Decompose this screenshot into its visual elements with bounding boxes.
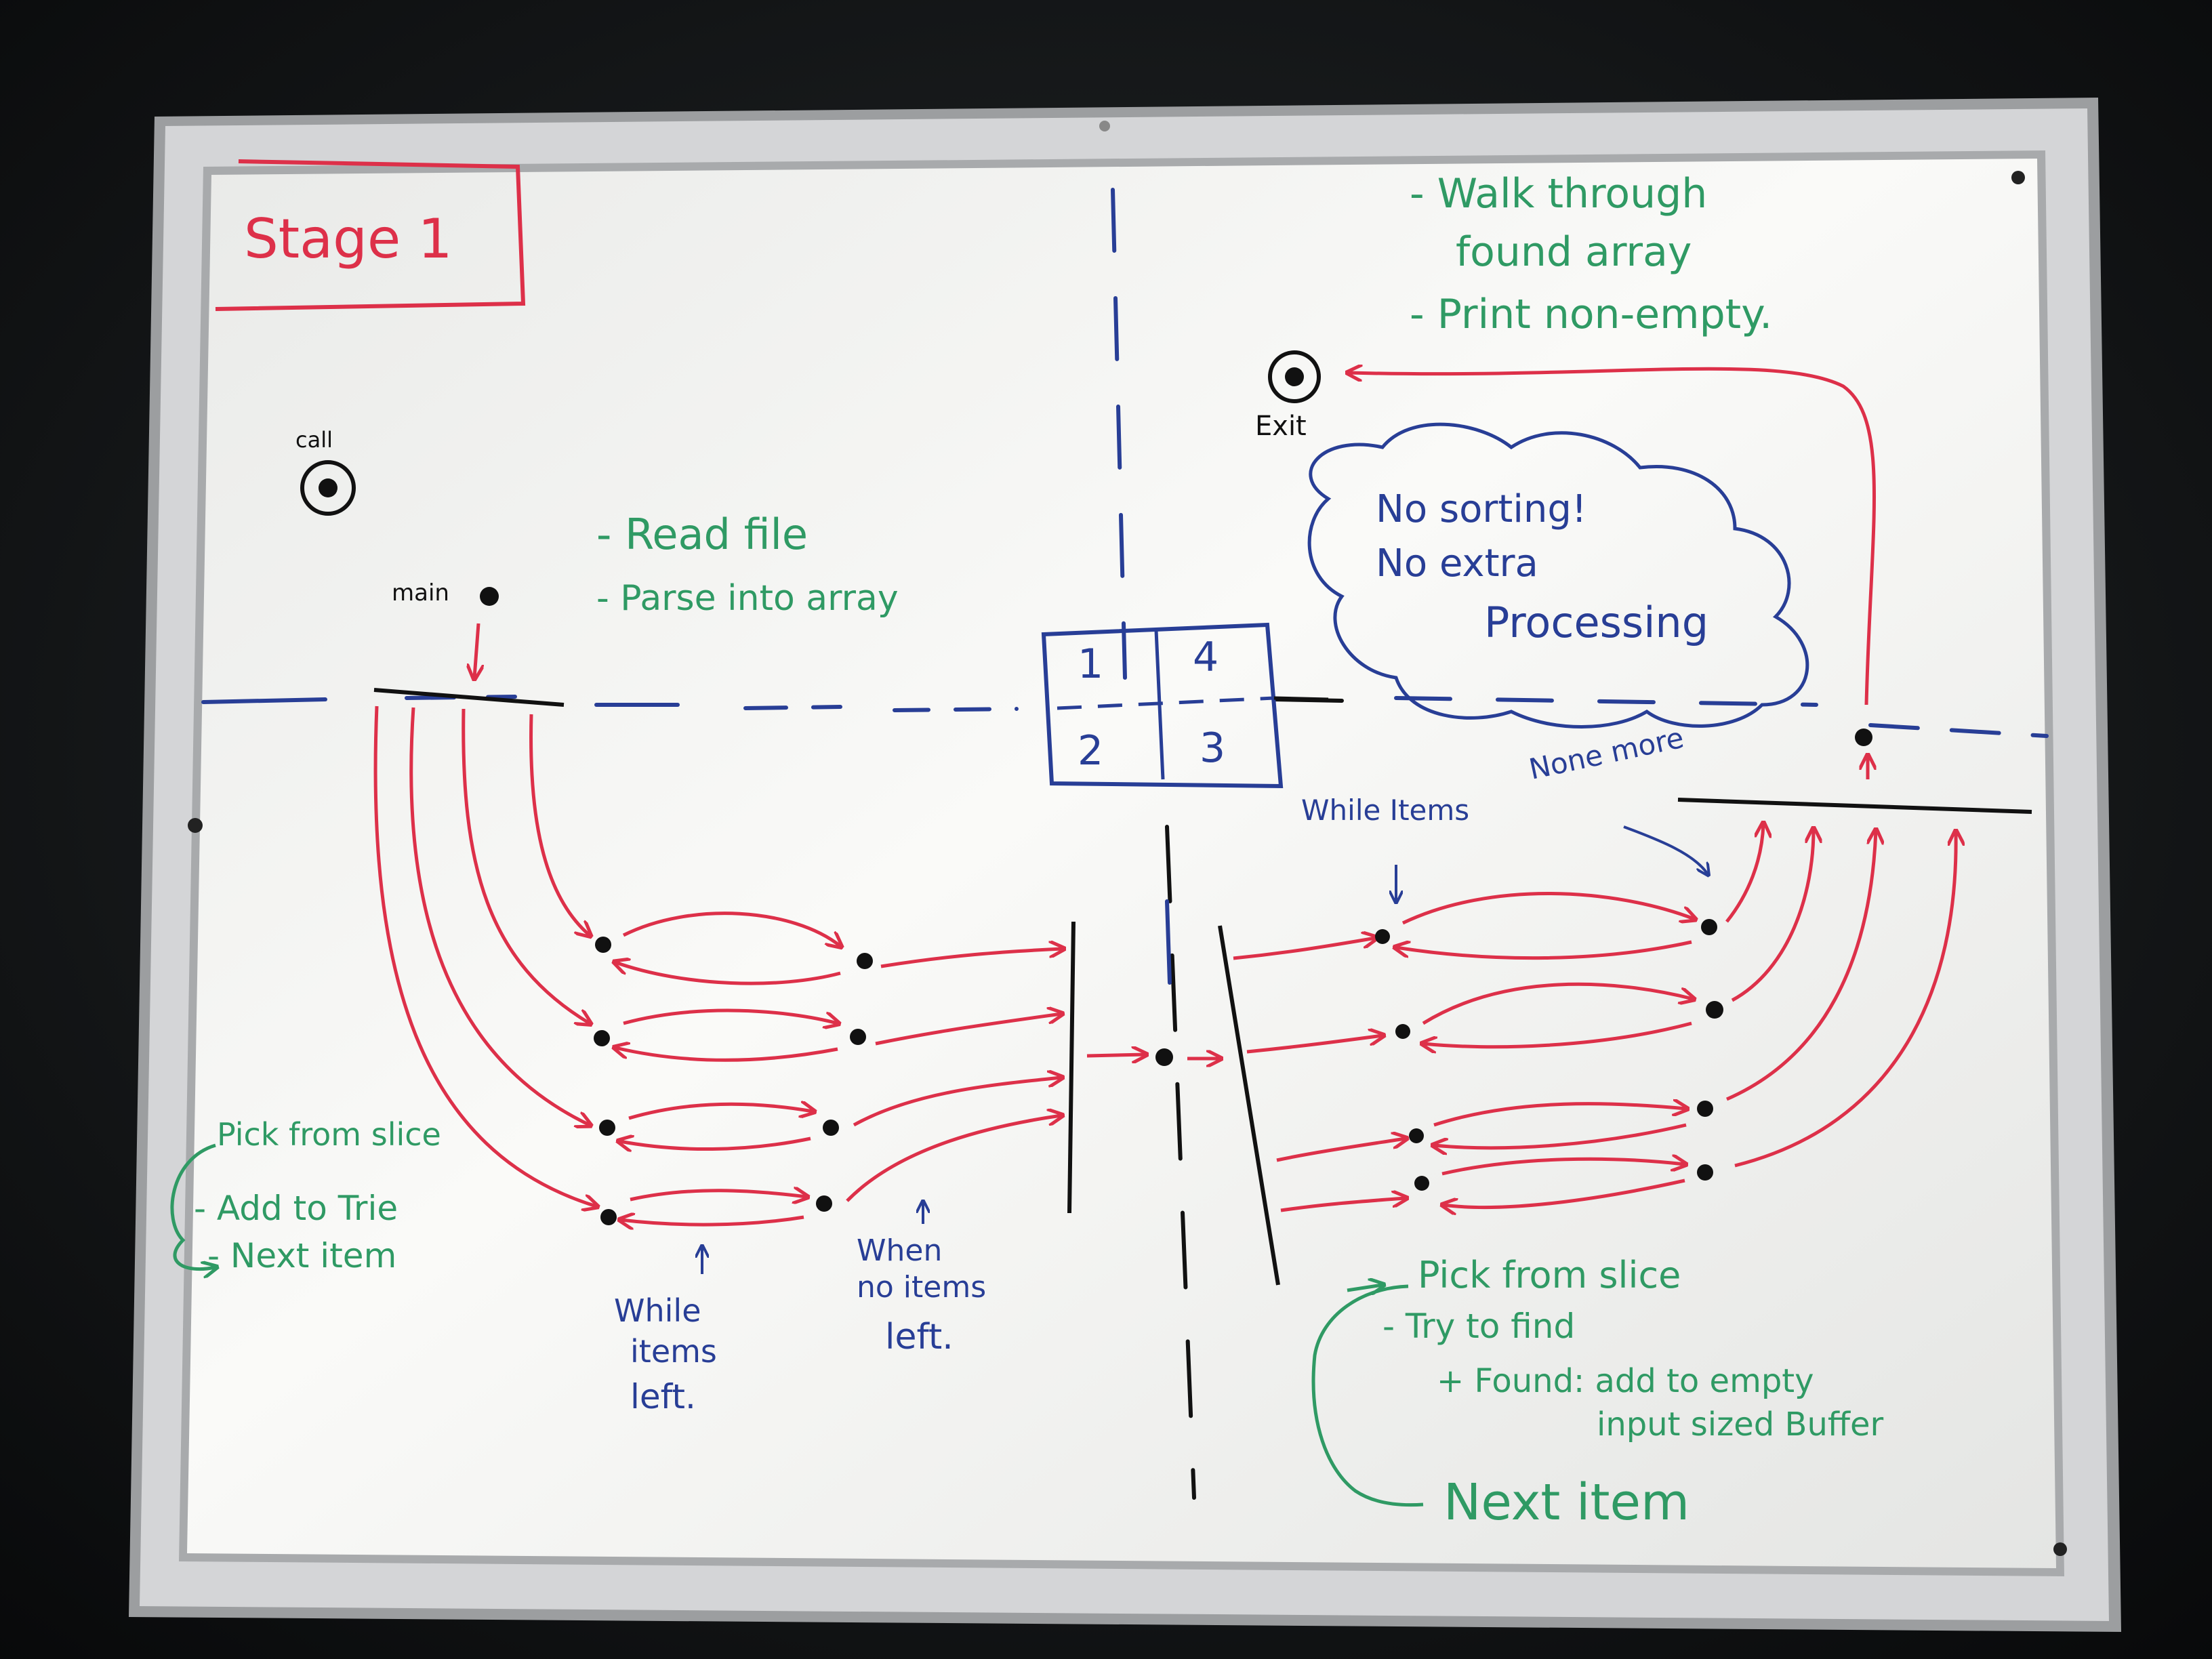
right-loops	[1396, 892, 1694, 1207]
read-note: - Read file - Parse into array	[596, 510, 899, 619]
join-node	[1855, 729, 1872, 746]
call-label: call	[295, 427, 333, 453]
left-note-line: - Next item	[207, 1236, 396, 1275]
whiteboard-surface	[187, 159, 2056, 1568]
exit-label: Exit	[1255, 411, 1307, 442]
left-note-line: Pick from slice	[217, 1116, 441, 1153]
quadrant-box: 1 4 2 3	[1041, 622, 1329, 789]
left-loops	[615, 912, 840, 1225]
left-nodes-b	[816, 953, 873, 1212]
when-left-label: When no items left.	[857, 1202, 986, 1357]
screw-icon	[1099, 121, 1110, 131]
left-loop-note: Pick from slice - Add to Trie - Next ite…	[170, 1116, 441, 1275]
top-right-note: - Walk through found array - Print non-e…	[1410, 170, 1772, 338]
while-left-line: left.	[630, 1377, 696, 1416]
cloud-line: No extra	[1376, 541, 1538, 586]
screw-icon	[188, 818, 203, 833]
exit-arrow	[1349, 369, 1877, 705]
cloud-line: Processing	[1484, 598, 1708, 647]
while-left-line: items	[630, 1333, 717, 1370]
left-fan-arrows	[373, 705, 596, 1206]
right-note-line: - Try to find	[1382, 1307, 1575, 1346]
quadrant-1: 1	[1078, 640, 1103, 688]
top-note-line: found array	[1456, 228, 1692, 276]
while-items-text: While Items	[1301, 794, 1469, 827]
center-node	[1086, 1048, 1220, 1066]
cloud-line: No sorting!	[1376, 487, 1586, 531]
while-left-label: While items left.	[614, 1247, 717, 1416]
when-left-line: left.	[885, 1317, 954, 1357]
right-note-line: Next item	[1443, 1473, 1689, 1532]
right-nodes-b	[1697, 919, 1723, 1181]
right-fan-arrows	[1725, 824, 1956, 1168]
cloud-note: No sorting! No extra Processing	[1307, 422, 1809, 729]
left-note-line: - Add to Trie	[194, 1189, 398, 1228]
exit-node: Exit	[1255, 350, 1321, 442]
title-box: Stage 1	[215, 159, 526, 311]
read-note-line: - Read file	[596, 510, 808, 559]
right-note-line: Pick from slice	[1418, 1254, 1681, 1296]
quadrant-2: 2	[1078, 727, 1103, 775]
right-loop-note: Pick from slice - Try to find + Found: a…	[1311, 1254, 1883, 1532]
right-entry-arrows	[1233, 938, 1406, 1212]
right-note-line: + Found: add to empty	[1437, 1362, 1814, 1400]
read-note-line: - Parse into array	[596, 578, 899, 619]
call-node: call	[295, 427, 356, 516]
stage-title: Stage 1	[244, 207, 453, 270]
while-left-line: While	[614, 1292, 701, 1329]
main-label: main	[392, 579, 449, 607]
top-note-line: - Walk through	[1410, 170, 1707, 218]
screw-icon	[2011, 171, 2025, 184]
while-items-top: While Items	[1301, 794, 1469, 901]
top-note-line: - Print non-empty.	[1410, 291, 1772, 338]
left-exit-arrows	[846, 949, 1063, 1202]
when-left-line: When	[857, 1233, 942, 1268]
when-left-line: no items	[857, 1270, 986, 1305]
right-nodes-a	[1375, 929, 1429, 1191]
right-note-line: input sized Buffer	[1597, 1406, 1883, 1443]
right-join-line	[1677, 798, 2032, 814]
screw-icon	[2053, 1542, 2067, 1556]
quadrant-3: 3	[1200, 724, 1225, 772]
main-node: main	[373, 579, 565, 707]
sync-barriers	[1067, 921, 1280, 1286]
quadrant-4: 4	[1193, 634, 1218, 681]
left-nodes-a	[594, 937, 617, 1225]
